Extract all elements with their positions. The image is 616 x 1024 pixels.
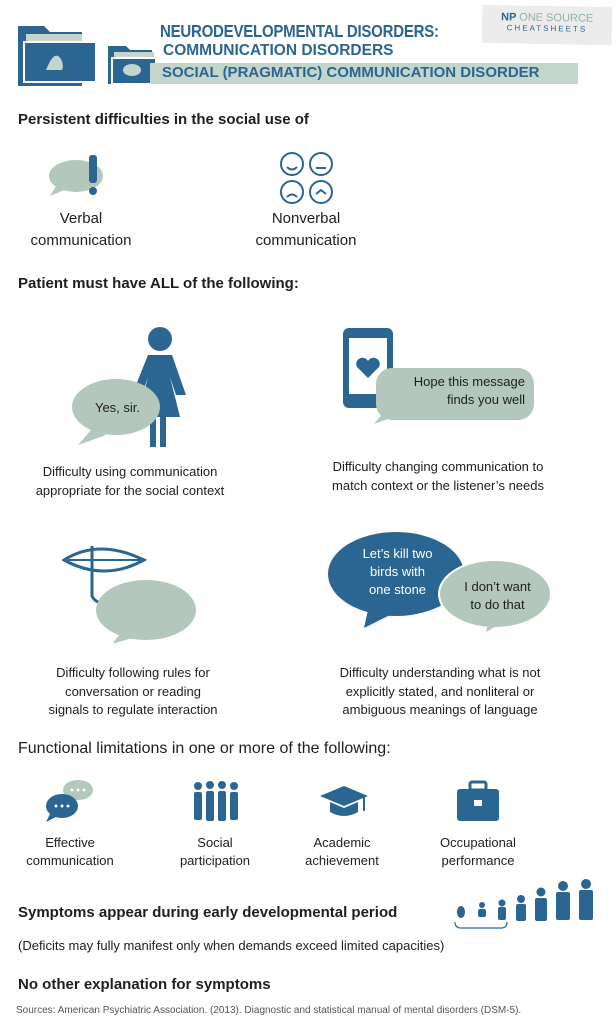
phone-message-icon — [343, 328, 534, 424]
title-line3: SOCIAL (PRAGMATIC) COMMUNICATION DISORDE… — [162, 64, 540, 81]
woman-speech-icon — [72, 327, 186, 447]
graduation-cap-icon — [320, 786, 368, 816]
folder-speech-icon — [108, 46, 157, 85]
section1-heading: Persistent difficulties in the social us… — [18, 111, 309, 128]
shush-lips-icon — [62, 546, 196, 643]
chat-icon — [46, 780, 93, 822]
section3-heading: Functional limitations in one or more of… — [18, 740, 391, 757]
title-line1: NEURODEVELOPMENTAL DISORDERS: — [160, 21, 439, 41]
development-stages-icon — [454, 879, 593, 929]
title-line2: COMMUNICATION DISORDERS — [163, 42, 394, 59]
title-band — [150, 63, 578, 84]
logo-np: NP — [500, 11, 517, 24]
yes-sir-bubble-text: Yes, sir. — [94, 400, 141, 415]
section4-heading: Symptoms appear during early development… — [18, 904, 398, 921]
logo: NP ONE SOURCE CHEATSHEETS — [481, 4, 613, 46]
section5-heading: No other explanation for symptoms — [18, 976, 271, 993]
section4-note: (Deficits may fully manifest only when d… — [18, 938, 445, 953]
idiom-bubbles-icon — [328, 532, 552, 632]
speech-bubble-exclamation-icon — [49, 155, 103, 196]
sources: Sources: American Psychiatric Associatio… — [16, 1005, 522, 1016]
section2-heading: Patient must have ALL of the following: — [18, 275, 299, 292]
group-people-icon — [194, 781, 238, 821]
faces-icon — [280, 152, 333, 204]
briefcase-icon — [457, 780, 499, 821]
folder-icons — [18, 26, 157, 86]
folder-hands-icon — [18, 26, 97, 86]
